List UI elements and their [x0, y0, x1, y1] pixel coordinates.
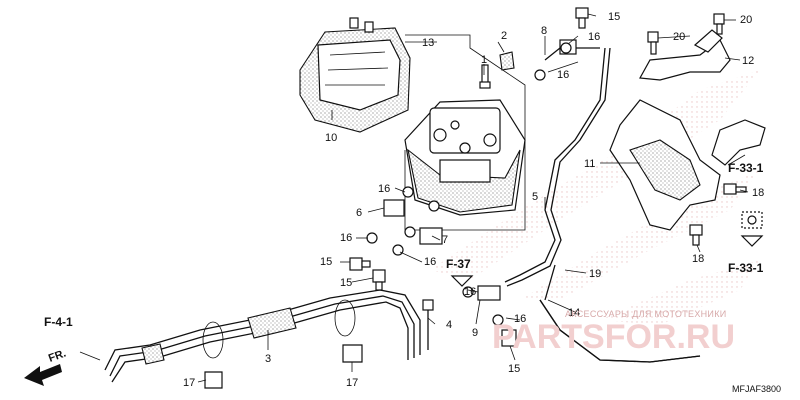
label-part-16-a: 16	[588, 31, 600, 43]
label-part-10: 10	[325, 132, 337, 144]
part-bleeder-screw	[479, 64, 491, 89]
watermark-tagline: АКСЕССУАРЫ ДЛЯ МОТОТЕХНИКИ	[565, 309, 727, 319]
label-part-16-b: 16	[557, 69, 569, 81]
label-part-11: 11	[584, 158, 595, 170]
label-part-17-left: 17	[183, 377, 195, 389]
label-part-2: 2	[501, 30, 507, 42]
bolt-18-b	[689, 224, 703, 246]
label-part-3: 3	[265, 353, 271, 365]
part-brake-pipe-4	[422, 299, 434, 350]
ref-f33-1-upper: F-33-1	[728, 161, 764, 175]
label-part-18-b: 18	[692, 253, 704, 265]
label-part-16-c: 16	[378, 183, 390, 195]
bolt-15-top	[575, 7, 589, 29]
label-part-18-a: 18	[752, 187, 764, 199]
bolt-20-left	[647, 31, 659, 55]
label-part-1: 1	[481, 54, 487, 66]
label-part-6: 6	[356, 207, 362, 219]
label-part-14: 14	[568, 307, 580, 319]
ref-f4-1: F-4-1	[44, 315, 73, 329]
label-part-17-right: 17	[346, 377, 358, 389]
part-bracket-upper	[639, 29, 731, 81]
label-part-4: 4	[446, 319, 452, 331]
part-cap	[499, 51, 515, 71]
label-part-16-f: 16	[464, 286, 476, 298]
label-part-16-e: 16	[424, 256, 436, 268]
watermark-brand: PARTSFOR.RU	[492, 318, 735, 356]
label-part-15-low: 15	[340, 277, 352, 289]
front-direction-label: FR.	[47, 347, 68, 364]
part-joint-9	[462, 285, 501, 301]
label-part-12: 12	[742, 55, 754, 67]
bolt-15-low	[372, 269, 386, 291]
reference-arrows	[450, 154, 764, 287]
label-part-7: 7	[442, 234, 448, 246]
bolt-18-a	[723, 183, 747, 195]
part-joint-7	[404, 200, 443, 245]
part-clamp-17-left	[202, 321, 224, 389]
ref-f33-1-lower: F-33-1	[728, 261, 764, 275]
part-number-labels: 1 2 3 4 5 6 7 8 9 10 11 12 13 14 15 15 1…	[183, 11, 764, 389]
label-part-16-g: 16	[514, 313, 526, 325]
label-part-15-bottom: 15	[508, 363, 520, 375]
label-part-20-left: 20	[673, 31, 685, 43]
label-part-15-top: 15	[608, 11, 620, 23]
part-joint-15-lower	[492, 314, 517, 347]
bolt-15-mid	[349, 257, 371, 271]
part-brake-pipe-8	[544, 39, 600, 61]
label-part-8: 8	[541, 25, 547, 37]
watermark: АКСЕССУАРЫ ДЛЯ МОТОТЕХНИКИ PARTSFOR.RU	[492, 309, 735, 356]
part-brake-hose-14	[539, 264, 701, 363]
part-clamp-17-right	[334, 299, 363, 363]
bolt-20-right	[713, 13, 725, 35]
label-part-20-right: 20	[740, 14, 752, 26]
leader-lines	[79, 13, 749, 383]
label-part-9: 9	[472, 327, 478, 339]
label-part-15-mid: 15	[320, 256, 332, 268]
reference-labels: F-33-1 F-33-1 F-37 F-4-1 FR.	[44, 161, 764, 365]
part-brake-pipe-3	[104, 289, 421, 383]
label-part-16-d: 16	[340, 232, 352, 244]
label-part-5: 5	[532, 191, 538, 203]
ref-f37: F-37	[446, 257, 471, 271]
label-part-13: 13	[422, 37, 434, 49]
part-modulator-assembly	[404, 34, 526, 231]
front-direction-arrow	[24, 364, 62, 386]
part-bracket-stay	[609, 99, 766, 231]
part-joint-6	[383, 186, 414, 217]
label-part-19: 19	[589, 268, 601, 280]
diagram-code: MFJAF3800	[732, 384, 781, 394]
part-cover	[299, 17, 411, 133]
